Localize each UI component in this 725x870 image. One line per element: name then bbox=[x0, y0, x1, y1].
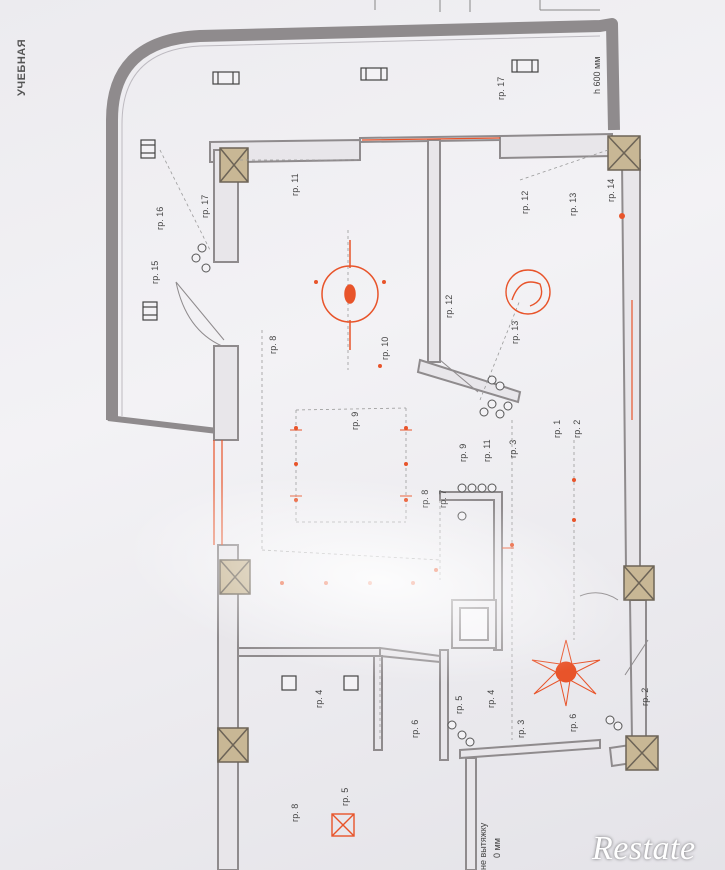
height-note: h 600 мм bbox=[592, 57, 602, 94]
vent-note-2: 0 мм bbox=[492, 838, 502, 858]
walls bbox=[209, 132, 654, 870]
switch-icon bbox=[487, 375, 505, 391]
switch-icon bbox=[191, 243, 211, 273]
group-label: гр. 3 bbox=[508, 440, 518, 458]
group-label: гр. 9 bbox=[458, 444, 468, 462]
column-5 bbox=[217, 727, 249, 763]
column-1 bbox=[219, 147, 249, 183]
group-label: гр. 12 bbox=[444, 295, 454, 318]
chandelier-icon bbox=[321, 240, 379, 350]
group-label: гр. 13 bbox=[568, 193, 578, 216]
group-label: гр. 4 bbox=[314, 690, 324, 708]
group-label: гр. 16 bbox=[155, 207, 165, 230]
group-label: гр. 11 bbox=[482, 439, 492, 462]
group-label: гр. 13 bbox=[510, 321, 520, 344]
switch-icon bbox=[605, 715, 623, 731]
column-2 bbox=[607, 135, 641, 171]
group-label: гр. 7 bbox=[438, 490, 448, 508]
group-label: гр. 9 bbox=[350, 412, 360, 430]
group-label: гр. 11 bbox=[290, 173, 300, 196]
group-label: гр. 1 bbox=[552, 420, 562, 438]
group-label: гр. 3 bbox=[516, 720, 526, 738]
group-label: гр. 8 bbox=[290, 804, 300, 822]
lamp-icon bbox=[343, 675, 359, 691]
column-3 bbox=[219, 559, 251, 595]
lamp-icon bbox=[281, 675, 297, 691]
title-block-fragment bbox=[374, 0, 600, 12]
lamp-icon bbox=[142, 301, 158, 321]
group-label: гр. 4 bbox=[486, 690, 496, 708]
ceiling-lamp-icon bbox=[331, 813, 355, 837]
bedroom-door bbox=[439, 359, 479, 393]
group-label: гр. 2 bbox=[572, 420, 582, 438]
vent-note: не вытяжку bbox=[478, 822, 488, 870]
group-label: гр. 12 bbox=[520, 191, 530, 214]
group-label: гр. 8 bbox=[420, 490, 430, 508]
chandelier-bedroom-icon bbox=[505, 269, 551, 315]
doors bbox=[175, 281, 649, 676]
restate-logo-text: Restate bbox=[592, 830, 696, 867]
group-label: гр. 17 bbox=[200, 195, 210, 218]
group-label: гр. 15 bbox=[150, 261, 160, 284]
group-label: гр. 10 bbox=[380, 337, 390, 360]
restate-logo: Restate bbox=[588, 826, 725, 870]
group-label: гр. 5 bbox=[454, 696, 464, 714]
switch-icon bbox=[457, 511, 467, 521]
loggia-inner-line bbox=[121, 35, 601, 416]
group-label: гр. 5 bbox=[340, 788, 350, 806]
lamp-icon bbox=[511, 59, 539, 73]
sheet-title-text: УЧЕБНАЯ bbox=[16, 38, 28, 96]
spotlights bbox=[280, 213, 625, 585]
loggia-bottom-wall bbox=[107, 415, 227, 435]
bath-door bbox=[579, 592, 619, 601]
column-4 bbox=[623, 565, 655, 601]
lamp-icon bbox=[212, 71, 240, 85]
group-label: гр. 8 bbox=[268, 336, 278, 354]
group-label: гр. 6 bbox=[568, 714, 578, 732]
loggia-outer-wall bbox=[106, 18, 620, 420]
sheet-title: УЧЕБНАЯ bbox=[2, 0, 28, 110]
chandelier-hall-icon bbox=[531, 639, 601, 707]
lamp-icon bbox=[360, 67, 388, 81]
switch-icon bbox=[457, 483, 497, 493]
column-6 bbox=[625, 735, 659, 771]
group-label: гр. 2 bbox=[640, 688, 650, 706]
switch-icon bbox=[447, 720, 475, 747]
group-label: гр. 14 bbox=[606, 179, 616, 202]
lamp-icon bbox=[140, 139, 156, 159]
group-label: гр. 6 bbox=[410, 720, 420, 738]
loggia-door bbox=[175, 281, 225, 347]
group-label: гр. 17 bbox=[496, 77, 506, 100]
switch-icon bbox=[479, 399, 513, 419]
